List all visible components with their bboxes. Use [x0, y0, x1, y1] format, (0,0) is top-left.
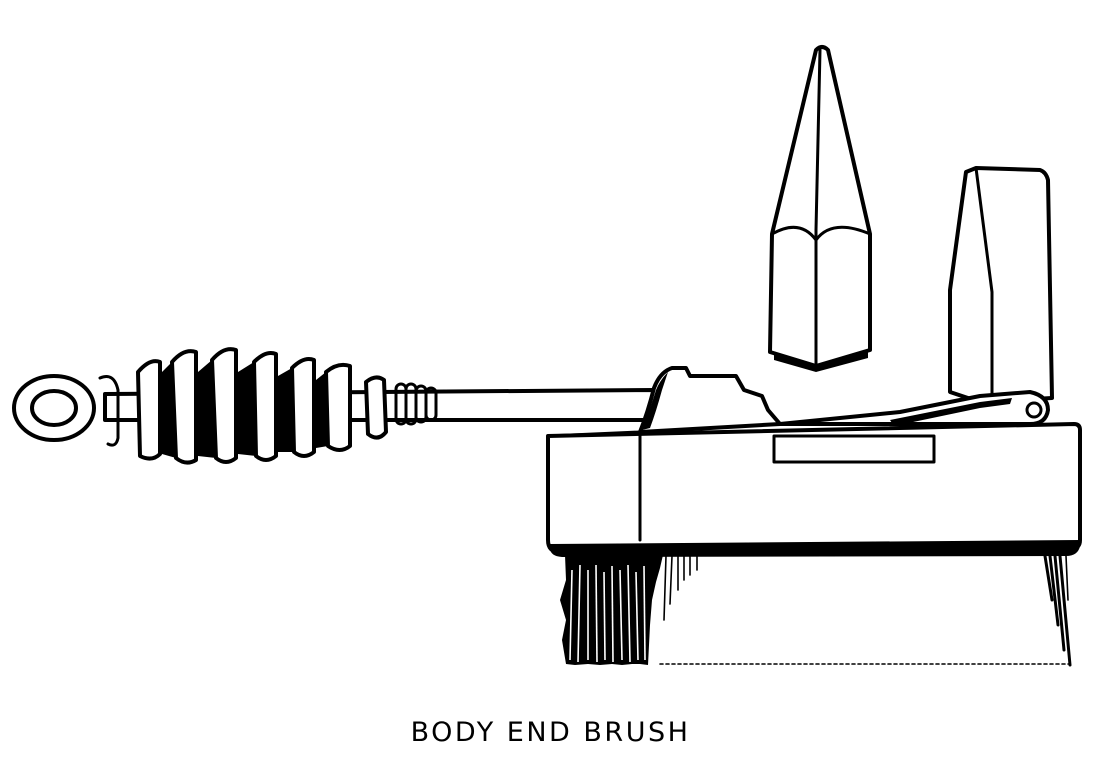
eye-inner — [30, 389, 78, 427]
spring-coil-8 — [364, 375, 388, 440]
spring-end-wraps — [394, 382, 438, 426]
brush-bristles — [560, 554, 1072, 667]
diagram-caption: BODY END BRUSH — [410, 717, 691, 748]
pointed-post-shadow — [774, 350, 868, 372]
spring-coil-7 — [324, 362, 352, 452]
brush-block — [546, 422, 1082, 557]
support-boss — [638, 366, 782, 434]
spring-coil-2 — [136, 359, 162, 461]
block-body — [546, 422, 1082, 554]
rod-support — [638, 366, 782, 434]
spring-coil-3 — [170, 349, 198, 465]
spring-coil-shading — [162, 360, 328, 458]
spring-coil-1 — [98, 375, 120, 447]
flat-post — [948, 166, 1054, 404]
flat-post-edge — [974, 166, 994, 402]
brush-spring — [98, 347, 438, 465]
block-step-upper — [546, 430, 642, 438]
bristles-right-strands — [1043, 554, 1072, 667]
bristles-left-strands — [569, 564, 646, 663]
pointed-post-ridge — [814, 48, 822, 366]
spring-coil-6 — [290, 357, 316, 458]
block-recess — [772, 434, 936, 464]
rod-eye-loop — [12, 374, 96, 442]
bristles-center-strands — [663, 555, 698, 621]
lever-body — [778, 390, 1050, 426]
spring-coil-5 — [252, 351, 278, 462]
pointed-post — [768, 45, 872, 372]
lever-pivot-pin — [1025, 401, 1043, 419]
support-boss-shadow — [642, 372, 668, 430]
lever-arm — [778, 390, 1050, 426]
pointed-post-facet — [770, 225, 872, 242]
lever-shadow — [890, 398, 1012, 426]
block-bottom-shadow — [550, 540, 1080, 557]
spring-coil-4 — [210, 347, 238, 464]
flat-post-body — [948, 166, 1054, 404]
